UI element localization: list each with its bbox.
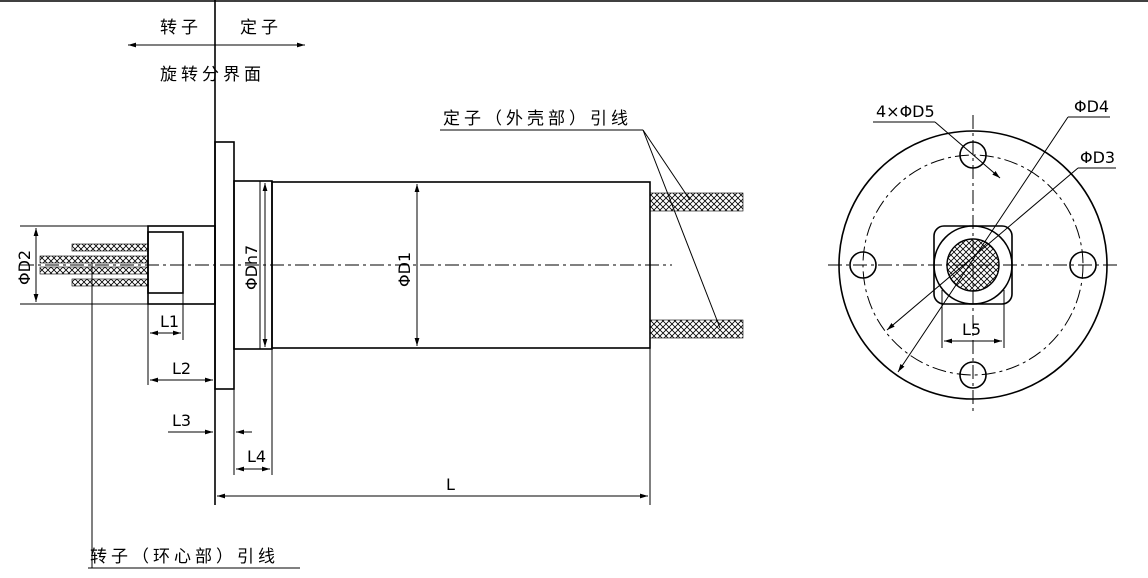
- d1-label: ΦD1: [395, 252, 414, 287]
- rotor-wire-3: [39, 266, 149, 275]
- rotor-shaft-inner: [147, 231, 184, 294]
- interface-label: 旋转分界面: [160, 65, 265, 85]
- stator-lead-leader-2: [642, 129, 721, 329]
- mount-hole-right: [1069, 251, 1097, 279]
- mount-hole-left: [849, 251, 877, 279]
- stator-lead-leader-1: [642, 129, 691, 201]
- side-dimensions: ΦD2 ΦDh7 ΦD1 L1 L2 L3 L4 L: [15, 183, 651, 505]
- l4-label: L4: [247, 447, 266, 466]
- d4-label: ΦD4: [1074, 97, 1109, 116]
- rotor-wire-2: [39, 255, 149, 264]
- l5-label: L5: [962, 320, 981, 339]
- interface-header: 转子 定子 旋转分界面: [128, 18, 305, 85]
- lead-callouts: 定子（外壳部）引线 转子（环心部）引线: [88, 109, 721, 569]
- rotor-lead-label: 转子（环心部）引线: [90, 547, 279, 567]
- end-view: [828, 115, 1120, 415]
- shaft-outer-circle: [933, 225, 1013, 305]
- l3-label: L3: [172, 411, 191, 430]
- rotor-wire-4: [71, 278, 149, 287]
- d2-label: ΦD2: [15, 250, 34, 285]
- mount-hole-bottom: [959, 361, 987, 389]
- dh7-label: ΦDh7: [242, 245, 261, 290]
- stator-wire-top: [649, 192, 744, 212]
- d4-dim-line: [897, 116, 1069, 373]
- d5-leader: [934, 121, 1001, 179]
- stator-body: [271, 181, 651, 349]
- l1-label: L1: [160, 312, 179, 331]
- l-label: L: [446, 475, 455, 494]
- end-dimensions: 4×ΦD5 ΦD4 ΦD3 L5: [873, 97, 1116, 373]
- d5-label: 4×ΦD5: [876, 102, 935, 121]
- l2-label: L2: [172, 359, 191, 378]
- stator-wire-bottom: [649, 319, 744, 339]
- rotor-label: 转子: [160, 18, 202, 38]
- mount-hole-top: [959, 141, 987, 169]
- stator-label: 定子: [240, 18, 282, 38]
- outer-flange-circle: [838, 130, 1108, 400]
- d3-dim-line: [886, 167, 1079, 331]
- rotor-wire-1: [71, 243, 149, 252]
- bolt-circle: [862, 154, 1084, 376]
- wire-bundle-section: [946, 238, 1000, 292]
- stator-lead-label: 定子（外壳部）引线: [443, 109, 632, 129]
- d3-label: ΦD3: [1080, 148, 1115, 167]
- side-view: [20, 141, 744, 390]
